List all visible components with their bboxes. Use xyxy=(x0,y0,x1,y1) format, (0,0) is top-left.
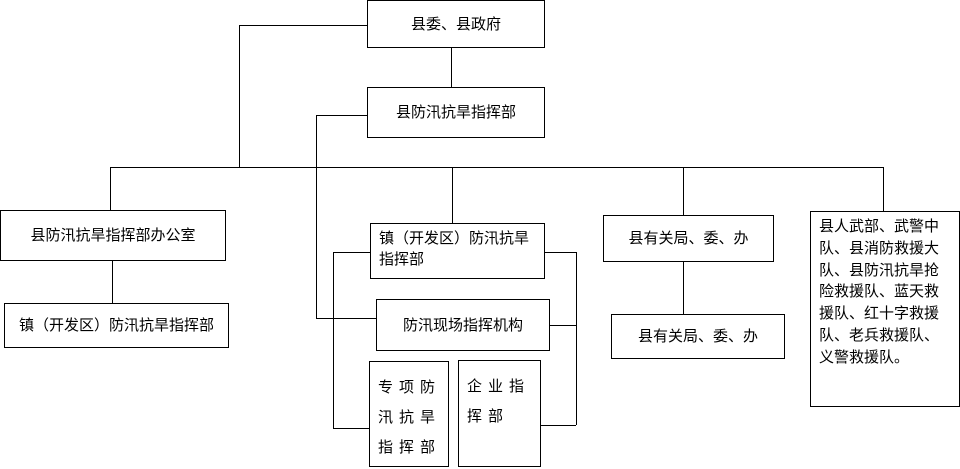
connector-field-right xyxy=(549,325,576,326)
connector-drop-office xyxy=(110,167,111,210)
connector-gov-to-hq xyxy=(451,47,452,87)
connector-hq-to-field xyxy=(316,318,376,319)
connector-drop-town-center xyxy=(452,167,453,223)
connector-office-to-town xyxy=(112,261,113,303)
node-county-flood-office: 县防汛抗旱指挥部办公室 xyxy=(0,210,226,261)
node-special-flood-hq: 专项防汛抗旱指挥部 xyxy=(369,361,449,467)
connector-depts-vertical xyxy=(683,262,684,314)
connector-drop-depts xyxy=(683,167,684,215)
connector-hq-left-stub xyxy=(316,115,367,116)
connector-town-right-vertical xyxy=(576,252,577,425)
connector-town-right-stub xyxy=(544,252,576,253)
connector-town-left-vertical xyxy=(333,252,334,428)
node-enterprise-hq: 企业指挥部 xyxy=(458,360,541,467)
connector-drop-rescue xyxy=(883,167,884,211)
node-rescue-teams: 县人武部、武警中队、县消防救援大队、县防汛抗旱抢险救援队、蓝天救援队、红十字救援… xyxy=(810,211,960,407)
connector-town-left-stub xyxy=(333,252,371,253)
node-town-flood-hq-center: 镇（开发区）防汛抗旱指挥部 xyxy=(370,223,545,279)
connector-hq-left-vertical xyxy=(316,115,317,318)
node-county-departments-top: 县有关局、委、办 xyxy=(603,215,774,262)
connector-to-enterprise xyxy=(540,425,576,426)
node-county-departments-bottom: 县有关局、委、办 xyxy=(611,314,785,359)
node-town-flood-hq-left: 镇（开发区）防汛抗旱指挥部 xyxy=(4,303,229,348)
node-flood-field-command: 防汛现场指挥机构 xyxy=(376,299,550,351)
node-county-flood-hq: 县防汛抗旱指挥部 xyxy=(367,87,545,138)
connector-to-special xyxy=(333,428,370,429)
connector-left-loop-top xyxy=(239,25,368,26)
node-county-government: 县委、县政府 xyxy=(367,0,545,48)
connector-left-loop-vertical xyxy=(239,25,240,168)
connector-main-bus xyxy=(110,167,884,168)
